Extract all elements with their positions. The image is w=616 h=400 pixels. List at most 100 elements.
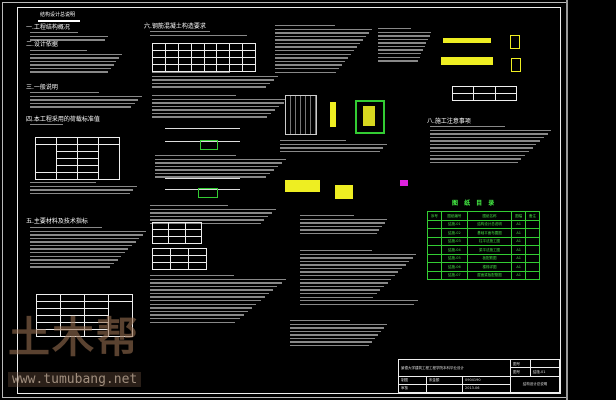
drawing-list-cell bbox=[525, 236, 540, 246]
title-underline bbox=[38, 20, 80, 22]
text-line bbox=[150, 278, 286, 280]
drawing-list-cell bbox=[427, 270, 442, 280]
text-line bbox=[152, 98, 288, 100]
beam-elevation-detail bbox=[443, 38, 491, 43]
text-line bbox=[152, 75, 279, 77]
drawing-list-header-row: 序号图纸编号图纸名称图幅备注 bbox=[427, 211, 540, 221]
drawer-name: 宋金额 bbox=[425, 375, 464, 385]
text-line bbox=[300, 278, 392, 281]
text-line bbox=[30, 266, 111, 268]
text-block bbox=[30, 92, 145, 110]
section-heading: 四.本工程采用的荷载标准值 bbox=[26, 116, 100, 123]
text-line bbox=[430, 158, 522, 160]
text-line bbox=[290, 341, 372, 343]
watermark-url: www.tumubang.net bbox=[8, 372, 142, 387]
text-line bbox=[30, 234, 143, 236]
drawing-list-title: 图 纸 目 录 bbox=[452, 200, 497, 207]
text-line bbox=[150, 321, 236, 323]
text-line bbox=[155, 172, 270, 175]
text-line bbox=[150, 212, 273, 214]
text-line bbox=[30, 106, 132, 108]
drawing-list-cell bbox=[427, 253, 442, 263]
text-line bbox=[155, 165, 278, 168]
project-name: 景德大学建筑工程工程学院本科毕业设计 bbox=[398, 359, 511, 377]
text-line bbox=[155, 169, 274, 171]
text-line bbox=[30, 57, 120, 59]
text-line bbox=[30, 262, 114, 265]
text-line bbox=[155, 158, 286, 160]
text-line bbox=[290, 337, 375, 340]
text-block bbox=[152, 72, 282, 90]
text-line bbox=[300, 257, 413, 259]
drawing-list-cell: 结施-06 bbox=[440, 262, 468, 272]
watermark-logo: 土木帮 bbox=[8, 313, 141, 362]
drawing-list-cell: A1 bbox=[511, 270, 527, 280]
drawing-list-cell: 基础平面布置图 bbox=[466, 228, 513, 238]
text-line bbox=[300, 215, 354, 217]
text-line bbox=[290, 334, 378, 336]
section-heading: 六.钢筋混凝土构造要求 bbox=[144, 23, 206, 30]
sheet-title: 结构设计总说明 bbox=[510, 375, 560, 393]
text-line bbox=[30, 35, 108, 37]
drawing-list-cell: A1 bbox=[511, 262, 527, 272]
text-line bbox=[30, 237, 140, 240]
text-line bbox=[152, 112, 271, 115]
text-line bbox=[275, 50, 354, 52]
text-line bbox=[430, 161, 518, 164]
text-line bbox=[152, 116, 267, 118]
text-line bbox=[430, 133, 548, 135]
beam-detail bbox=[285, 180, 320, 192]
text-line bbox=[155, 155, 236, 157]
text-block bbox=[150, 205, 280, 226]
text-line bbox=[30, 102, 135, 105]
text-line bbox=[155, 176, 266, 178]
text-block bbox=[30, 227, 150, 270]
drawing-list-cell: 屋面梁板配筋图 bbox=[466, 270, 513, 280]
text-line bbox=[152, 86, 267, 88]
text-line bbox=[280, 143, 387, 145]
text-line bbox=[300, 267, 402, 270]
text-line bbox=[30, 92, 99, 94]
text-line bbox=[30, 71, 108, 73]
drawing-list-header: 图幅 bbox=[511, 211, 527, 221]
text-line bbox=[378, 45, 425, 48]
text-line bbox=[150, 31, 210, 33]
text-line bbox=[152, 105, 280, 108]
text-line bbox=[300, 285, 384, 288]
text-line bbox=[275, 42, 360, 45]
drawing-list-cell: 结施-02 bbox=[440, 228, 468, 238]
section-heading: 五.主要材料及技术指标 bbox=[26, 218, 88, 225]
drawing-no-value: 结施-01 bbox=[529, 367, 561, 377]
text-line bbox=[150, 285, 278, 288]
text-line bbox=[152, 72, 230, 74]
text-line bbox=[30, 99, 139, 101]
drawing-list-cell bbox=[525, 245, 540, 255]
drawing-title: 结构设计总说明 bbox=[40, 12, 76, 18]
text-line bbox=[150, 34, 247, 36]
text-line bbox=[150, 222, 261, 225]
text-line bbox=[430, 136, 544, 139]
text-line bbox=[300, 296, 374, 298]
text-line bbox=[152, 109, 276, 111]
date: 2013.06 bbox=[462, 383, 511, 394]
text-line bbox=[30, 95, 142, 97]
text-line bbox=[300, 232, 377, 235]
beam-elevation-detail bbox=[441, 57, 493, 65]
text-line bbox=[30, 124, 63, 126]
text-line bbox=[378, 35, 430, 37]
text-line bbox=[430, 129, 552, 131]
drawing-list-cell: 结施-04 bbox=[440, 245, 468, 255]
text-line bbox=[275, 64, 342, 66]
text-line bbox=[150, 317, 240, 320]
text-block bbox=[150, 275, 290, 325]
text-line bbox=[30, 241, 136, 243]
student-id: 0904190 bbox=[462, 375, 511, 385]
text-line bbox=[150, 300, 261, 302]
drawing-list-cell bbox=[525, 270, 540, 280]
text-line bbox=[30, 50, 87, 52]
drawing-list-cell: A1 bbox=[511, 253, 527, 263]
load-table bbox=[35, 137, 120, 180]
drawing-list-header: 图纸编号 bbox=[440, 211, 468, 221]
